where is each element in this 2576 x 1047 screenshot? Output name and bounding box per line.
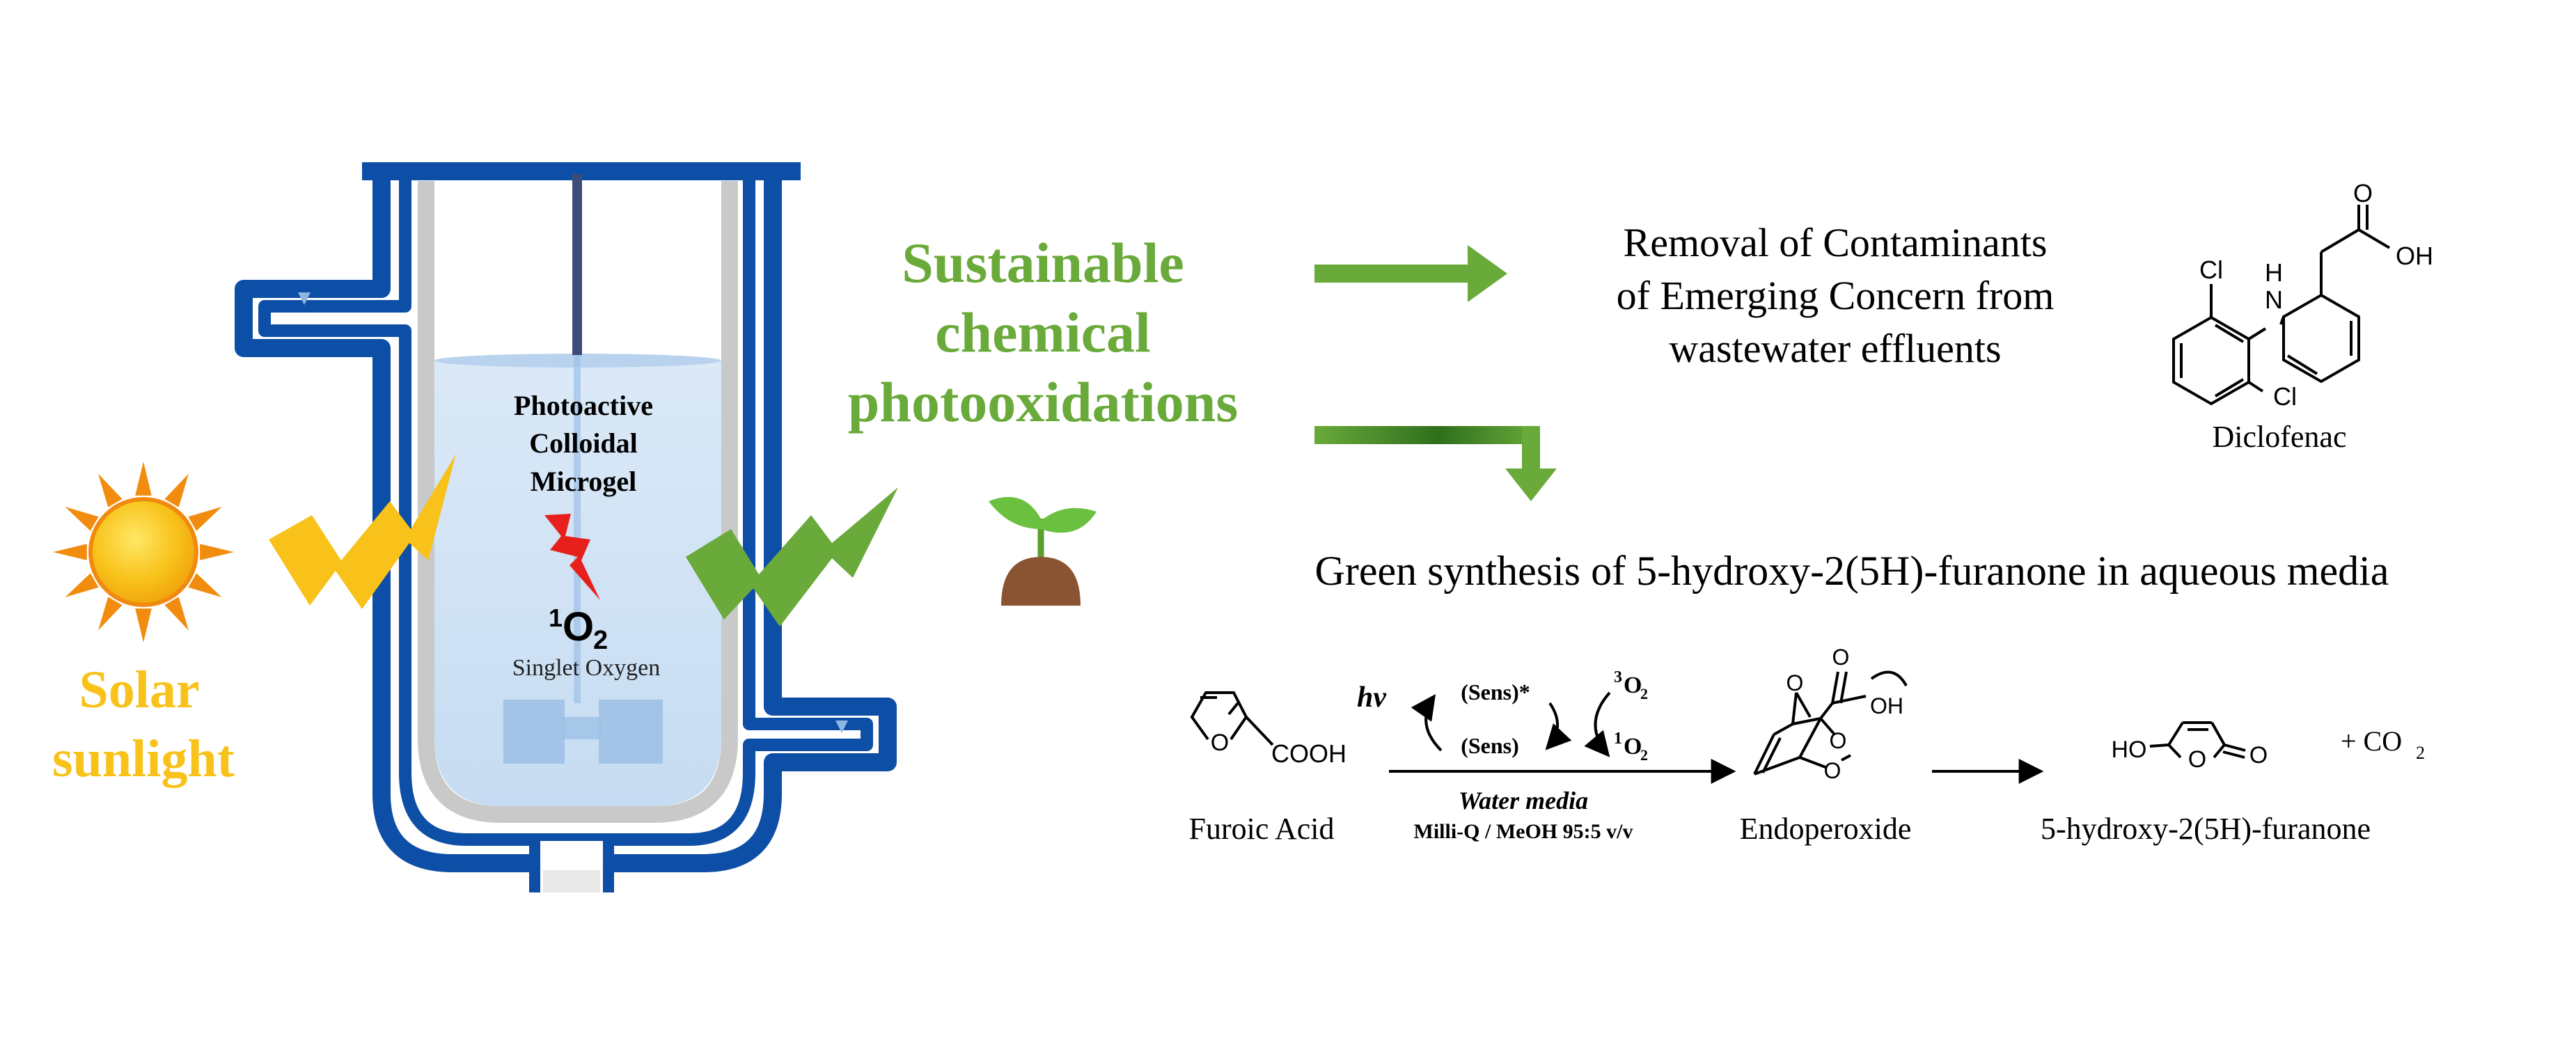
sun-ray [164,597,189,631]
sun-ray [65,573,99,597]
svg-text:O: O [1830,728,1847,753]
svg-text:OH: OH [2396,242,2433,270]
diclofenac-structure [2172,205,2391,406]
singlet-oxygen-scheme: 1 O 2 [1614,730,1648,764]
green-bolt-icon [686,487,898,627]
svg-text:OH: OH [1870,693,1903,718]
stirrer-blade-left [503,700,565,764]
singlet-oxygen-formula: 1 O 2 [549,604,608,655]
svg-text:H: H [2265,258,2283,287]
sun-ray [98,597,123,631]
red-bolt-icon [544,514,600,600]
sens-excited: (Sens)* [1461,679,1530,704]
microgel-label-1: Photoactive [514,390,653,421]
diclofenac-atoms: Cl H N Cl O OH [2199,179,2433,411]
seedling-icon [989,496,1097,606]
cycle-arrow-middle [1545,702,1572,750]
svg-text:O: O [1211,730,1229,756]
sustainable-label-3: photooxidations [848,370,1239,434]
svg-text:N: N [2265,285,2283,314]
sens-ground: (Sens) [1461,733,1519,758]
stirrer-shaft [572,174,582,355]
furoic-atoms: O COOH [1211,730,1346,768]
sustainable-label-2: chemical [935,301,1151,364]
removal-text-1: Removal of Contaminants [1624,220,2048,265]
cycle-arrow-left [1411,694,1443,752]
cycle-arrow-right [1584,691,1611,757]
sun-ray [188,507,222,531]
solar-label-1: Solar [79,661,199,719]
solar-label-2: sunlight [52,730,235,788]
photoreactor: Photoactive Colloidal Microgel 1 O 2 Sin… [235,162,897,892]
sun-ray [98,473,123,507]
water-media-label: Water media [1459,787,1588,814]
stirrer-blade-right [599,700,663,764]
arrow-to-removal [1314,245,1507,302]
endoperoxide-label: Endoperoxide [1740,812,1912,846]
sun-ray [135,608,152,643]
removal-text-2: of Emerging Concern from [1617,273,2055,318]
sun-ray [188,573,222,597]
co2-label: + CO 2 [2341,725,2425,763]
svg-text:COOH: COOH [1271,739,1346,768]
svg-text:O: O [1786,670,1804,695]
svg-text:HO: HO [2112,737,2147,763]
yellow-bolt-icon [269,454,456,609]
furoic-acid-label: Furoic Acid [1189,812,1335,846]
sun-ray [65,507,99,531]
solvent-label: Milli-Q / MeOH 95:5 v/v [1414,820,1633,843]
svg-text:O: O [1832,645,1850,670]
arrow-to-synthesis [1314,426,1557,501]
singlet-oxygen-label: Singlet Oxygen [512,655,660,681]
sustainable-label-1: Sustainable [902,231,1184,294]
endoperoxide-atoms: O O OH O O [1786,645,1903,783]
sun-ray [53,544,87,560]
triplet-oxygen: 3 O 2 [1614,668,1648,702]
sun-ray [135,462,152,496]
furanone-atoms: HO O O [2112,737,2268,773]
reactor-inner-jacket [258,174,873,846]
svg-text:O: O [1824,758,1841,783]
furoic-acid-structure [1190,691,1274,746]
svg-text:Cl: Cl [2273,382,2297,411]
furanone-structure [2149,721,2246,759]
diclofenac-label: Diclofenac [2213,420,2347,454]
endoperoxide-structure [1753,670,1908,776]
hv-label: hν [1357,682,1387,714]
svg-text:O: O [2188,746,2206,773]
furanone-label: 5-hydroxy-2(5H)-furanone [2041,812,2371,846]
microgel-label-2: Colloidal [529,427,638,459]
removal-text-3: wastewater effluents [1669,326,2001,371]
svg-text:O: O [2249,742,2268,769]
green-synthesis-title: Green synthesis of 5-hydroxy-2(5H)-furan… [1315,548,2389,594]
reactor-vessel-wall [418,181,738,823]
sun-ray [200,544,234,560]
sun-ray [164,473,189,507]
svg-text:O: O [2353,179,2373,207]
sun-icon [53,462,234,643]
microgel-label-3: Microgel [531,466,637,497]
svg-text:Cl: Cl [2199,255,2223,284]
